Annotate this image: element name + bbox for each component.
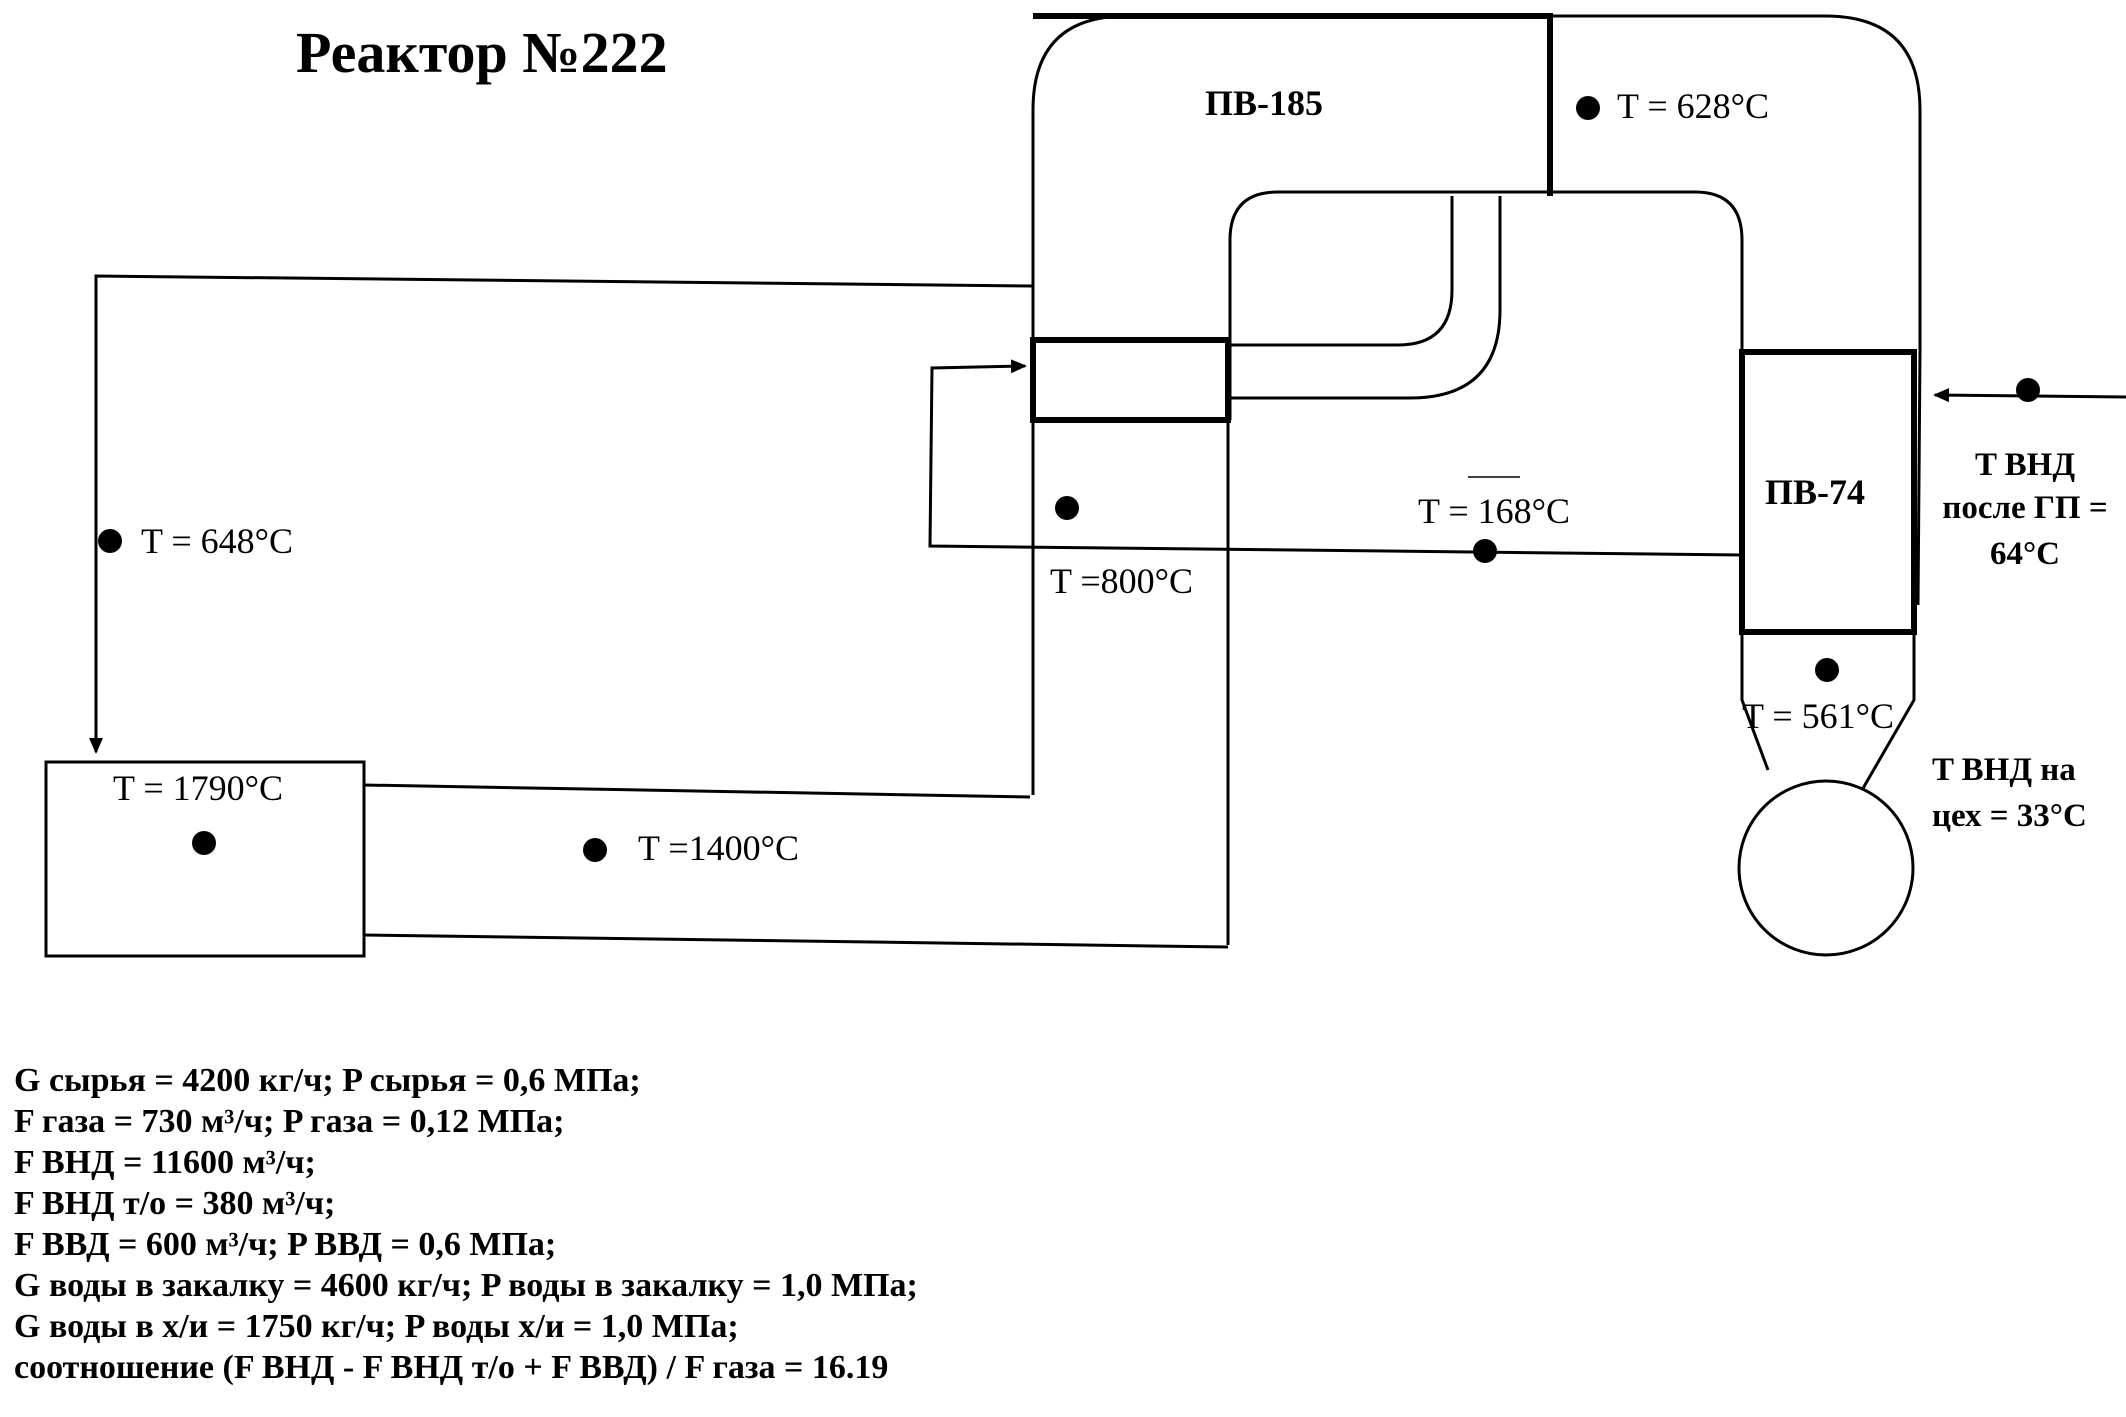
temp-1790-label: T = 1790°C	[113, 768, 283, 808]
point-800	[1055, 496, 1079, 520]
duct-inner-bend	[1230, 196, 1502, 400]
left-duct	[1031, 420, 1230, 945]
pv74-label: ПВ-74	[1765, 472, 1865, 512]
temp-800-label: T =800°C	[1050, 561, 1193, 601]
pv185-heater: ПВ-185	[1033, 13, 1553, 196]
cyclone	[1737, 632, 1916, 957]
pv185-label: ПВ-185	[1205, 83, 1323, 123]
pv74-frame	[1739, 349, 1917, 635]
pv74-heater: ПВ-74	[1739, 349, 1917, 635]
point-168	[1473, 539, 1497, 563]
duct-outer-wall	[1031, 14, 1922, 606]
point-561	[1815, 658, 1839, 682]
flow-line-648	[89, 274, 1034, 754]
temp-1400-label: T =1400°C	[638, 828, 799, 868]
point-1400	[583, 838, 607, 862]
svg-text:цех = 33°C: цех = 33°C	[1932, 798, 2087, 834]
vnd-to-shop-label: T ВНД на цех = 33°C	[1932, 752, 2087, 834]
point-1790	[192, 831, 216, 855]
vnd-after-gp-label: T ВНД после ГП = 64°C	[1942, 447, 2107, 572]
hopper-right	[1860, 632, 1916, 791]
parameter-line: F ВНД = 11600 м³/ч;	[14, 1144, 316, 1181]
process-parameters: G сырья = 4200 кг/ч; P сырья = 0,6 МПа; …	[14, 1060, 918, 1388]
temp-648-label: T = 648°C	[141, 521, 293, 561]
parameter-line: F ВВД = 600 м³/ч; P ВВД = 0,6 МПа;	[14, 1226, 557, 1263]
pv185-frame	[1033, 13, 1553, 196]
flow-line-1400-lower	[363, 933, 1229, 949]
duct-inner-wall	[1228, 190, 1744, 420]
temp-628-label: T = 628°C	[1617, 86, 1769, 126]
point-628	[1576, 96, 1600, 120]
svg-text:T ВНД: T ВНД	[1975, 447, 2075, 483]
parameter-line: G воды в х/и = 1750 кг/ч; P воды х/и = 1…	[14, 1308, 739, 1345]
svg-text:T ВНД на: T ВНД на	[1932, 752, 2076, 788]
svg-text:64°C: 64°C	[1990, 536, 2060, 572]
point-648	[98, 529, 122, 553]
temp-168-label: T = 168°C	[1418, 491, 1570, 531]
upper-duct	[1031, 14, 1922, 606]
flow-lines	[89, 274, 2126, 949]
diagram-title: Реактор №222	[296, 20, 668, 85]
parameter-line: G сырья = 4200 кг/ч; P сырья = 0,6 МПа;	[14, 1062, 641, 1099]
flow-line-168	[928, 359, 1743, 557]
parameter-line: F газа = 730 м³/ч; P газа = 0,12 МПа;	[14, 1103, 565, 1140]
hopper-left	[1740, 632, 1770, 771]
svg-text:после ГП =: после ГП =	[1942, 490, 2107, 526]
measurement-points	[98, 96, 2040, 862]
flow-line-1790-upper	[363, 783, 1031, 799]
temperature-labels: T = 628°C T = 648°C T = 168°C T =800°C T…	[113, 86, 1894, 868]
parameter-line: F ВНД т/о = 380 м³/ч;	[14, 1185, 336, 1222]
point-vnd-inlet	[2016, 378, 2040, 402]
cyclone-circle	[1737, 779, 1915, 957]
furnace-block	[44, 760, 366, 958]
parameter-line: G воды в закалку = 4600 кг/ч; P воды в з…	[14, 1267, 918, 1304]
duct-inner-bend-small	[1230, 196, 1454, 347]
temp-561-label: T = 561°C	[1742, 696, 1894, 736]
left-heater-section	[1030, 337, 1231, 423]
parameter-line: соотношение (F ВНД - F ВНД т/о + F ВВД) …	[14, 1349, 889, 1386]
